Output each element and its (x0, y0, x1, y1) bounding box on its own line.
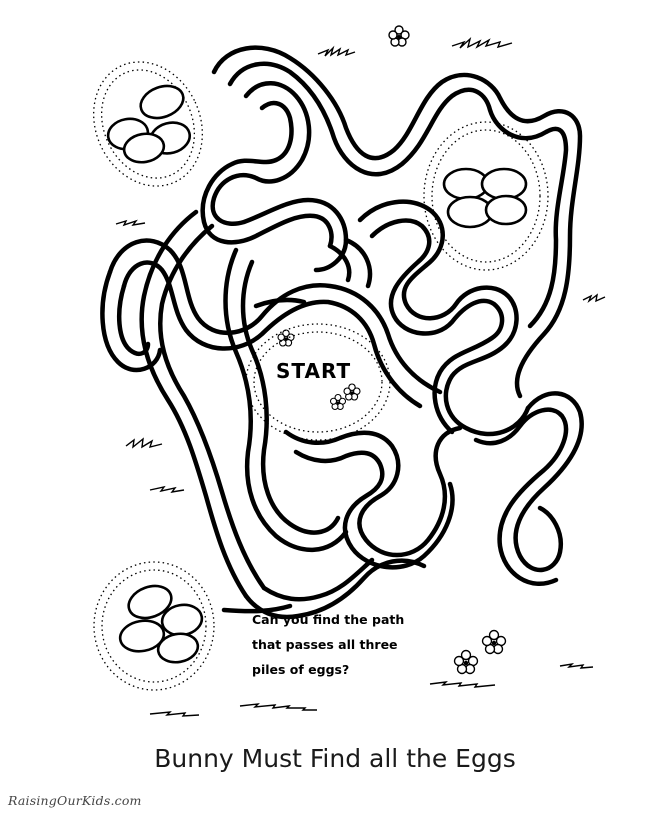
site-logo[interactable]: RaisingOurKids.com (8, 793, 142, 808)
egg-pile-right (442, 167, 528, 229)
question-text: Can you find the path that passes all th… (252, 612, 404, 677)
question-line-1: Can you find the path (252, 612, 404, 627)
question-line-3: piles of eggs? (252, 662, 349, 677)
start-label: START (276, 359, 351, 383)
grass-tufts (115, 36, 606, 717)
egg-pile-bottom-left (118, 584, 204, 664)
question-line-2: that passes all three (252, 637, 398, 652)
nest-outlines (93, 61, 549, 691)
page-caption: Bunny Must Find all the Eggs (154, 744, 516, 773)
egg-pile-top-left (106, 84, 192, 164)
flower-icons (277, 25, 507, 675)
maze-paths (100, 45, 584, 620)
